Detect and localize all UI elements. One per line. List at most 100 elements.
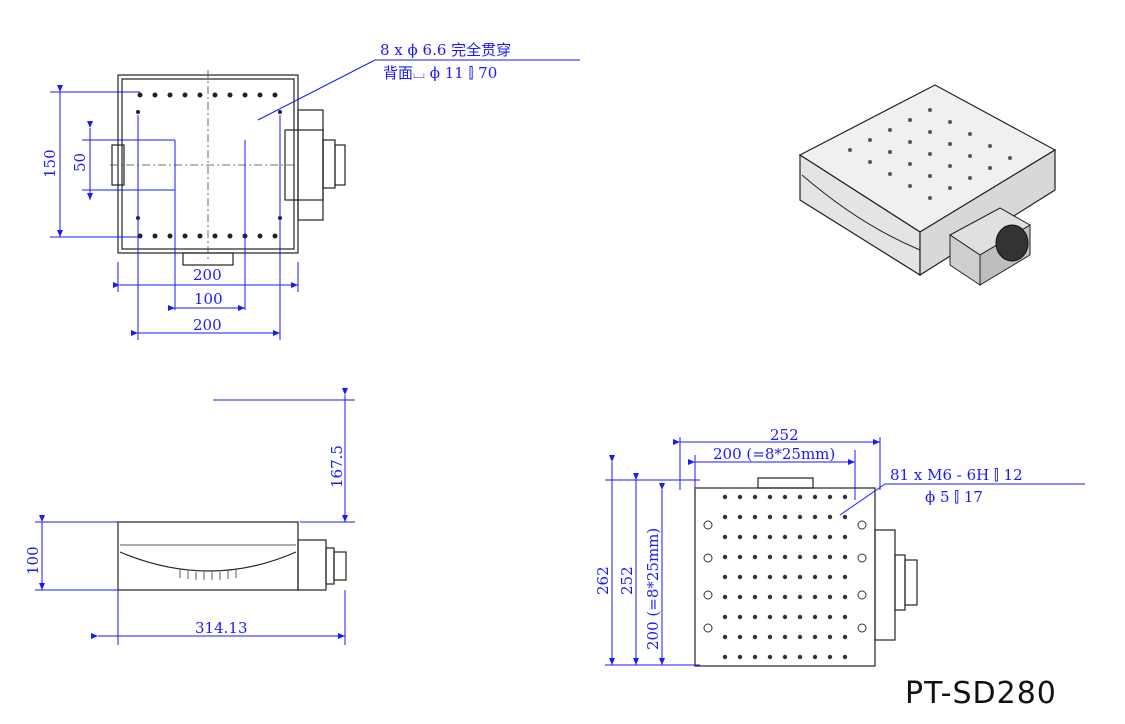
tapped-hole xyxy=(722,594,728,600)
tapped-hole xyxy=(797,654,803,660)
tapped-hole xyxy=(752,554,758,560)
dim-100-height: 100 xyxy=(24,546,42,575)
tapped-hole xyxy=(752,494,758,500)
tapped-hole xyxy=(827,494,833,500)
tapped-hole xyxy=(737,494,743,500)
tapped-hole xyxy=(737,514,743,520)
plate-view: 252 200 (=8*25mm) 81 x M6 - 6H ⫿ 12 ϕ 5 … xyxy=(594,426,1085,667)
through-holes-note-line1: 8 x ϕ 6.6 完全贯穿 xyxy=(380,41,511,59)
dim-100: 100 xyxy=(194,290,223,308)
tapped-hole xyxy=(797,494,803,500)
tapped-hole xyxy=(827,574,833,580)
tapped-hole xyxy=(797,574,803,580)
tapped-hole xyxy=(812,614,818,620)
tapped-hole xyxy=(782,634,788,640)
tapped-hole xyxy=(842,574,848,580)
tapped-hole xyxy=(827,594,833,600)
tapped-hole xyxy=(722,554,728,560)
tapped-hole xyxy=(797,594,803,600)
tapped-hole xyxy=(827,614,833,620)
tapped-hole xyxy=(812,634,818,640)
tapped-hole xyxy=(737,534,743,540)
tapped-hole xyxy=(797,614,803,620)
dim-200-bottom: 200 xyxy=(193,316,222,334)
isometric-view xyxy=(798,84,1057,286)
dim-262: 262 xyxy=(594,566,612,595)
dim-252-height: 252 xyxy=(618,566,636,595)
model-name: PT-SD280 xyxy=(905,676,1057,711)
tapped-hole xyxy=(722,654,728,660)
tapped-hole xyxy=(782,514,788,520)
tapped-hole xyxy=(767,634,773,640)
tapped-hole xyxy=(767,494,773,500)
tapped-hole xyxy=(737,654,743,660)
tapped-hole xyxy=(722,514,728,520)
tapped-hole xyxy=(752,634,758,640)
tapped-hole xyxy=(752,614,758,620)
tapped-hole xyxy=(767,594,773,600)
tapped-hole xyxy=(737,634,743,640)
tapped-hole xyxy=(812,574,818,580)
tapped-hole xyxy=(812,514,818,520)
tapped-hole xyxy=(767,514,773,520)
tapped-hole xyxy=(782,614,788,620)
tapped-hole xyxy=(827,534,833,540)
tapped-hole xyxy=(767,574,773,580)
through-holes-note-line2: 背面⌴ ϕ 11 ⫿ 70 xyxy=(383,64,497,82)
dim-314-13: 314.13 xyxy=(195,619,248,637)
tapped-hole xyxy=(722,574,728,580)
tapped-hole xyxy=(782,534,788,540)
tapped-hole xyxy=(722,494,728,500)
dim-150: 150 xyxy=(41,149,59,178)
tapped-hole xyxy=(782,494,788,500)
dim-200-height: 200 (=8*25mm) xyxy=(644,528,662,650)
side-view: 167.5 100 314.13 xyxy=(24,388,355,645)
tapped-holes-note-line2: ϕ 5 ⫿ 17 xyxy=(925,488,983,506)
tapped-hole xyxy=(842,554,848,560)
tapped-hole xyxy=(797,634,803,640)
tapped-hole xyxy=(737,574,743,580)
dim-200-top: 200 xyxy=(193,266,222,284)
tapped-hole xyxy=(842,594,848,600)
tapped-hole xyxy=(842,614,848,620)
tapped-hole xyxy=(812,494,818,500)
tapped-hole xyxy=(842,514,848,520)
tapped-hole xyxy=(842,534,848,540)
tapped-hole xyxy=(752,514,758,520)
tapped-hole xyxy=(752,654,758,660)
tapped-hole xyxy=(842,654,848,660)
tapped-hole xyxy=(827,514,833,520)
tapped-hole xyxy=(782,574,788,580)
tapped-hole xyxy=(827,654,833,660)
dim-167-5: 167.5 xyxy=(328,445,346,488)
tapped-hole xyxy=(722,534,728,540)
tapped-hole xyxy=(812,554,818,560)
dim-252-width: 252 xyxy=(770,426,799,444)
tapped-hole xyxy=(812,654,818,660)
tapped-hole xyxy=(737,594,743,600)
tapped-hole xyxy=(827,554,833,560)
tapped-hole xyxy=(767,534,773,540)
tapped-hole xyxy=(767,654,773,660)
tapped-hole xyxy=(767,614,773,620)
tapped-hole xyxy=(722,614,728,620)
tapped-hole xyxy=(782,654,788,660)
tapped-hole xyxy=(797,514,803,520)
tapped-holes-note-line1: 81 x M6 - 6H ⫿ 12 xyxy=(890,466,1023,484)
tapped-hole xyxy=(812,534,818,540)
tapped-hole xyxy=(722,634,728,640)
tapped-hole xyxy=(797,534,803,540)
top-view: 8 x ϕ 6.6 完全贯穿 背面⌴ ϕ 11 ⫿ 70 150 50 200 … xyxy=(41,41,580,340)
tapped-hole xyxy=(842,494,848,500)
tapped-hole xyxy=(752,594,758,600)
dim-50: 50 xyxy=(71,153,89,172)
tapped-hole xyxy=(752,574,758,580)
tapped-hole xyxy=(782,594,788,600)
dim-200-width: 200 (=8*25mm) xyxy=(713,445,835,463)
tapped-hole xyxy=(842,634,848,640)
tapped-hole xyxy=(812,594,818,600)
tapped-hole xyxy=(782,554,788,560)
tapped-hole xyxy=(827,634,833,640)
tapped-hole xyxy=(737,554,743,560)
